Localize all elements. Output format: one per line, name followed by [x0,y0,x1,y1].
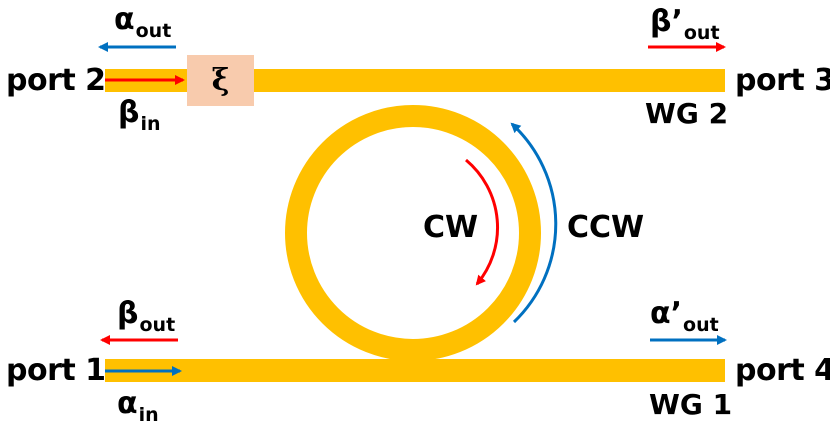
beta-in-label: βin [118,95,161,134]
port-2-label: port 2 [6,63,106,98]
beta-in-symbol: β [118,95,140,130]
port-3-label: port 3 [735,63,830,98]
ccw-arrow [510,122,558,324]
ring-resonator [285,105,541,361]
alpha-out-symbol: α [114,2,135,37]
waveguide-2 [105,69,725,92]
cw-label: CW [423,210,479,245]
alpha-in-label: αin [117,386,159,425]
ccw-label: CCW [567,210,645,245]
waveguide-1 [105,359,725,382]
wg-2-label: WG 2 [645,97,729,130]
beta-out-label: βout [117,296,175,335]
phase-element: ξ [187,55,254,106]
port-1-label: port 1 [6,353,106,388]
beta-prime-out-symbol: β’ [650,4,683,39]
alpha-out-label: αout [114,2,171,41]
alpha-in-symbol: α [117,386,138,421]
beta-out-sub: out [139,314,176,336]
phase-element-symbol: ξ [211,63,230,98]
alpha-in-sub: in [138,404,159,426]
alpha-prime-out-label: α’out [650,296,719,335]
alpha-prime-out-symbol: α’ [650,296,683,331]
alpha-prime-out-sub: out [683,314,719,336]
cw-arrow [465,158,500,286]
beta-prime-out-sub: out [683,22,720,44]
wg-1-label: WG 1 [649,388,733,421]
beta-in-sub: in [140,113,161,135]
beta-out-symbol: β [117,296,139,331]
port-4-label: port 4 [735,353,830,388]
alpha-out-sub: out [135,20,172,42]
beta-prime-out-label: β’out [650,4,720,43]
